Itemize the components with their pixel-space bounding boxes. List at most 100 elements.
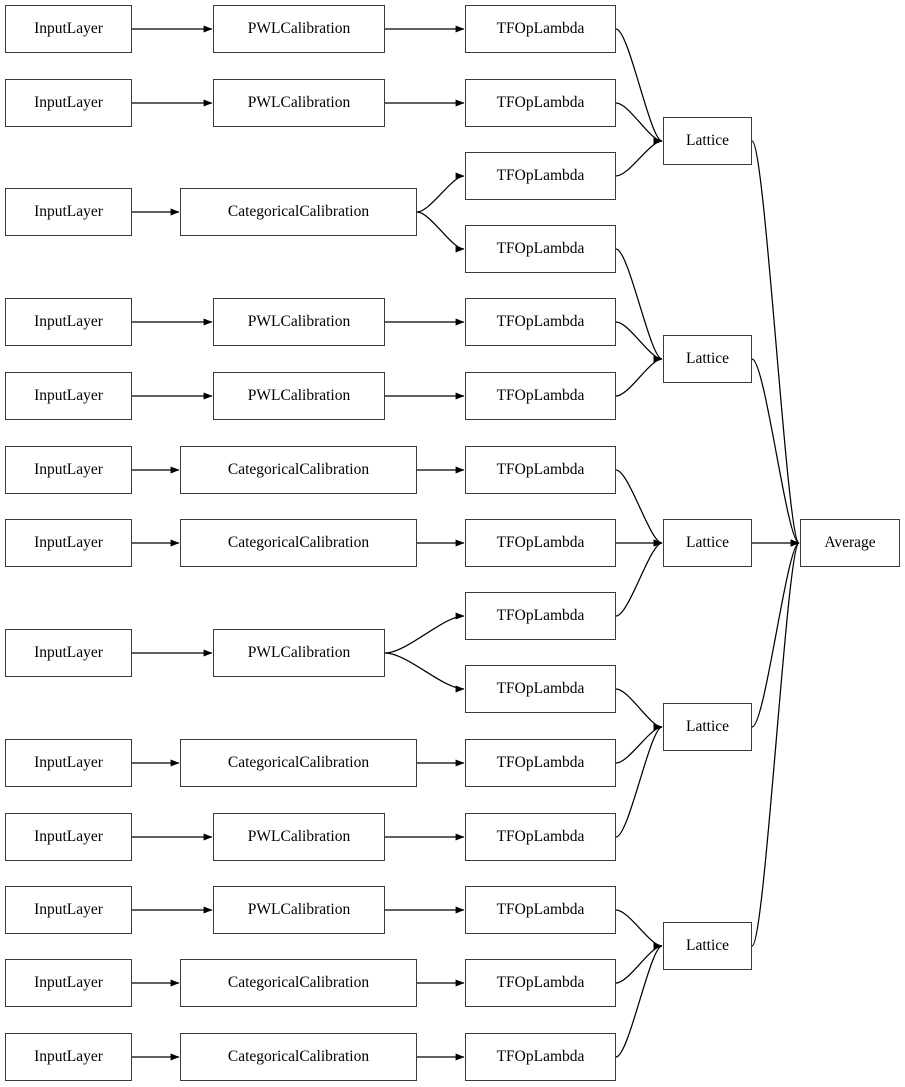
node-input-layer-6-label: InputLayer — [34, 534, 103, 552]
node-lattice-4[interactable]: Lattice — [663, 922, 752, 970]
node-tfoplambda-5[interactable]: TFOpLambda — [465, 372, 616, 420]
node-input-layer-2-label: InputLayer — [34, 203, 103, 221]
node-input-layer-8-label: InputLayer — [34, 754, 103, 772]
node-tfoplambda-12[interactable]: TFOpLambda — [465, 886, 616, 934]
node-input-layer-11[interactable]: InputLayer — [5, 959, 132, 1007]
node-input-layer-9[interactable]: InputLayer — [5, 813, 132, 861]
node-categorical-calibration-5-label: CategoricalCalibration — [227, 461, 370, 479]
node-tfoplambda-6[interactable]: TFOpLambda — [465, 446, 616, 494]
node-input-layer-6[interactable]: InputLayer — [5, 519, 132, 567]
edge-lambda-5-to-lattice-1 — [615, 355, 663, 397]
node-pwl-calibration-4[interactable]: PWLCalibration — [213, 372, 385, 420]
edge-lattice-4-to-average — [751, 539, 800, 947]
node-pwl-calibration-10[interactable]: PWLCalibration — [213, 886, 385, 934]
edge-calibrator-2-to-lambda-2 — [416, 172, 465, 213]
node-tfoplambda-1-label: TFOpLambda — [496, 94, 585, 112]
node-pwl-calibration-3[interactable]: PWLCalibration — [213, 298, 385, 346]
node-pwl-calibration-10-label: PWLCalibration — [247, 901, 351, 919]
node-pwl-calibration-9-label: PWLCalibration — [247, 828, 351, 846]
node-pwl-calibration-4-label: PWLCalibration — [247, 387, 351, 405]
node-categorical-calibration-12-label: CategoricalCalibration — [227, 1048, 370, 1066]
node-input-layer-3[interactable]: InputLayer — [5, 298, 132, 346]
node-pwl-calibration-7[interactable]: PWLCalibration — [213, 629, 385, 677]
node-tfoplambda-13-label: TFOpLambda — [496, 974, 585, 992]
node-pwl-calibration-0-label: PWLCalibration — [247, 20, 351, 38]
node-categorical-calibration-11-label: CategoricalCalibration — [227, 974, 370, 992]
node-input-layer-7[interactable]: InputLayer — [5, 629, 132, 677]
node-input-layer-4[interactable]: InputLayer — [5, 372, 132, 420]
node-lattice-3[interactable]: Lattice — [663, 703, 752, 751]
node-pwl-calibration-3-label: PWLCalibration — [247, 313, 351, 331]
node-input-layer-9-label: InputLayer — [34, 828, 103, 846]
node-lattice-0[interactable]: Lattice — [663, 117, 752, 165]
node-tfoplambda-2[interactable]: TFOpLambda — [465, 152, 616, 200]
node-tfoplambda-9[interactable]: TFOpLambda — [465, 665, 616, 713]
node-input-layer-1[interactable]: InputLayer — [5, 79, 132, 127]
edge-lambda-9-to-lattice-3 — [615, 688, 663, 731]
node-tfoplambda-10[interactable]: TFOpLambda — [465, 739, 616, 787]
edge-lambda-10-to-lattice-3 — [615, 723, 663, 764]
node-input-layer-10-label: InputLayer — [34, 901, 103, 919]
node-tfoplambda-13[interactable]: TFOpLambda — [465, 959, 616, 1007]
node-input-layer-7-label: InputLayer — [34, 644, 103, 662]
node-lattice-0-label: Lattice — [685, 132, 730, 150]
node-tfoplambda-9-label: TFOpLambda — [496, 680, 585, 698]
node-tfoplambda-11[interactable]: TFOpLambda — [465, 813, 616, 861]
node-pwl-calibration-9[interactable]: PWLCalibration — [213, 813, 385, 861]
node-categorical-calibration-11[interactable]: CategoricalCalibration — [180, 959, 417, 1007]
node-tfoplambda-3[interactable]: TFOpLambda — [465, 225, 616, 273]
edge-lambda-4-to-lattice-1 — [615, 321, 663, 363]
node-lattice-3-label: Lattice — [685, 718, 730, 736]
edge-lambda-12-to-lattice-4 — [615, 909, 663, 950]
node-tfoplambda-10-label: TFOpLambda — [496, 754, 585, 772]
node-input-layer-12-label: InputLayer — [34, 1048, 103, 1066]
node-lattice-4-label: Lattice — [685, 937, 730, 955]
node-categorical-calibration-5[interactable]: CategoricalCalibration — [180, 446, 417, 494]
node-input-layer-11-label: InputLayer — [34, 974, 103, 992]
node-tfoplambda-12-label: TFOpLambda — [496, 901, 585, 919]
node-tfoplambda-11-label: TFOpLambda — [496, 828, 585, 846]
node-average[interactable]: Average — [800, 519, 900, 567]
edge-lambda-0-to-lattice-0 — [615, 28, 663, 145]
edge-lattice-0-to-average — [751, 140, 800, 547]
node-tfoplambda-7[interactable]: TFOpLambda — [465, 519, 616, 567]
edge-lattice-1-to-average — [751, 358, 800, 547]
node-tfoplambda-0[interactable]: TFOpLambda — [465, 5, 616, 53]
node-tfoplambda-0-label: TFOpLambda — [496, 20, 585, 38]
node-tfoplambda-4[interactable]: TFOpLambda — [465, 298, 616, 346]
node-tfoplambda-8-label: TFOpLambda — [496, 607, 585, 625]
node-input-layer-12[interactable]: InputLayer — [5, 1033, 132, 1081]
node-input-layer-4-label: InputLayer — [34, 387, 103, 405]
node-tfoplambda-5-label: TFOpLambda — [496, 387, 585, 405]
node-input-layer-10[interactable]: InputLayer — [5, 886, 132, 934]
node-lattice-1[interactable]: Lattice — [663, 335, 752, 383]
node-lattice-1-label: Lattice — [685, 350, 730, 368]
edge-calibrator-2-to-lambda-3 — [416, 211, 465, 253]
edge-calibrator-7-to-lambda-8 — [384, 612, 465, 654]
node-input-layer-8[interactable]: InputLayer — [5, 739, 132, 787]
edge-lambda-3-to-lattice-1 — [615, 248, 663, 363]
edge-lattice-3-to-average — [751, 539, 800, 728]
node-categorical-calibration-6[interactable]: CategoricalCalibration — [180, 519, 417, 567]
node-pwl-calibration-1[interactable]: PWLCalibration — [213, 79, 385, 127]
node-input-layer-2[interactable]: InputLayer — [5, 188, 132, 236]
node-categorical-calibration-6-label: CategoricalCalibration — [227, 534, 370, 552]
node-tfoplambda-1[interactable]: TFOpLambda — [465, 79, 616, 127]
node-pwl-calibration-1-label: PWLCalibration — [247, 94, 351, 112]
node-input-layer-0[interactable]: InputLayer — [5, 5, 132, 53]
edge-lambda-1-to-lattice-0 — [615, 102, 663, 145]
node-lattice-2[interactable]: Lattice — [663, 519, 752, 567]
node-tfoplambda-14[interactable]: TFOpLambda — [465, 1033, 616, 1081]
edge-lambda-2-to-lattice-0 — [615, 137, 663, 177]
node-pwl-calibration-0[interactable]: PWLCalibration — [213, 5, 385, 53]
node-categorical-calibration-2[interactable]: CategoricalCalibration — [180, 188, 417, 236]
edge-lambda-8-to-lattice-2 — [615, 539, 663, 617]
node-tfoplambda-8[interactable]: TFOpLambda — [465, 592, 616, 640]
node-categorical-calibration-8[interactable]: CategoricalCalibration — [180, 739, 417, 787]
node-categorical-calibration-8-label: CategoricalCalibration — [227, 754, 370, 772]
node-average-label: Average — [824, 534, 876, 552]
node-input-layer-5[interactable]: InputLayer — [5, 446, 132, 494]
node-categorical-calibration-12[interactable]: CategoricalCalibration — [180, 1033, 417, 1081]
